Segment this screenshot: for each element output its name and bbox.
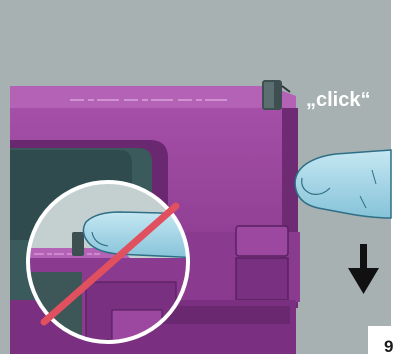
click-label: „click“	[306, 89, 370, 111]
step-number: 9	[384, 337, 393, 354]
